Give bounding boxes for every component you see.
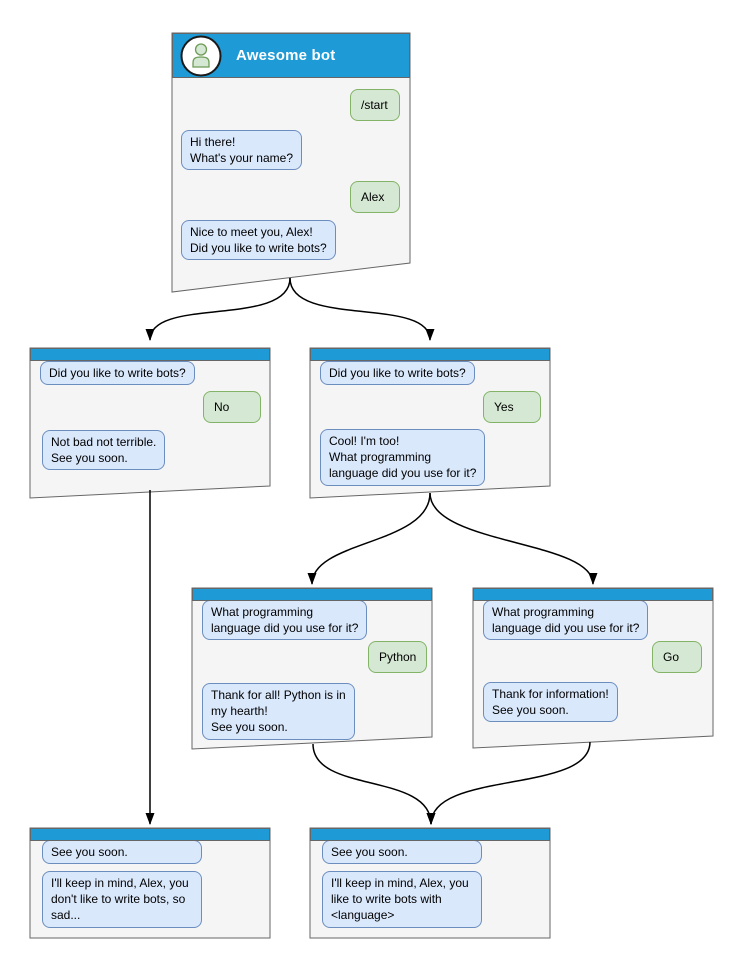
user-message-bubble: Alex [350, 181, 400, 214]
user-message-bubble: Go [652, 641, 702, 674]
user-message-bubble: Yes [483, 391, 541, 424]
bot-message-bubble: Nice to meet you, Alex! Did you like to … [181, 220, 336, 261]
user-message-bubble: Python [368, 641, 428, 674]
no-window-titlebar [30, 348, 270, 361]
bot-message-bubble: Not bad not terrible. See you soon. [42, 430, 166, 471]
bot-message-bubble: I'll keep in mind, Alex, you don't like … [42, 871, 202, 928]
bot-message-bubble: Cool! I'm too! What programming language… [320, 429, 486, 486]
end-no-window-titlebar [30, 828, 270, 841]
bot-message-bubble: I'll keep in mind, Alex, you like to wri… [322, 871, 482, 928]
connector-main-to-no [145, 277, 291, 341]
main-window-title: Awesome bot [236, 47, 336, 64]
bot-avatar-icon [180, 35, 222, 77]
connector-yes-to-go [429, 492, 598, 585]
bot-message-bubble: Did you like to write bots? [320, 361, 475, 386]
bot-message-bubble: Thank for all! Python is in my hearth! S… [202, 683, 355, 740]
bot-message-bubble: What programming language did you use fo… [483, 600, 649, 641]
user-message-bubble: No [203, 391, 261, 424]
end-yes-window-titlebar [310, 828, 550, 841]
go-window-titlebar [473, 588, 713, 601]
bot-message-bubble: Thank for information! See you soon. [483, 682, 618, 723]
bot-message-bubble: What programming language did you use fo… [202, 600, 368, 641]
main-window-titlebar: Awesome bot [172, 33, 410, 78]
yes-window-titlebar [310, 348, 550, 361]
bot-message-bubble: See you soon. [42, 840, 202, 865]
bot-message-bubble: Hi there! What's your name? [181, 130, 303, 171]
bot-message-bubble: Did you like to write bots? [40, 361, 195, 386]
connector-python-to-end-yes [312, 743, 436, 825]
connector-yes-to-python [307, 492, 431, 585]
connector-go-to-end-yes [426, 741, 591, 825]
bot-message-bubble: See you soon. [322, 840, 482, 865]
user-message-bubble: /start [350, 89, 400, 122]
connector-main-to-yes [289, 277, 435, 341]
python-window-titlebar [192, 588, 432, 601]
